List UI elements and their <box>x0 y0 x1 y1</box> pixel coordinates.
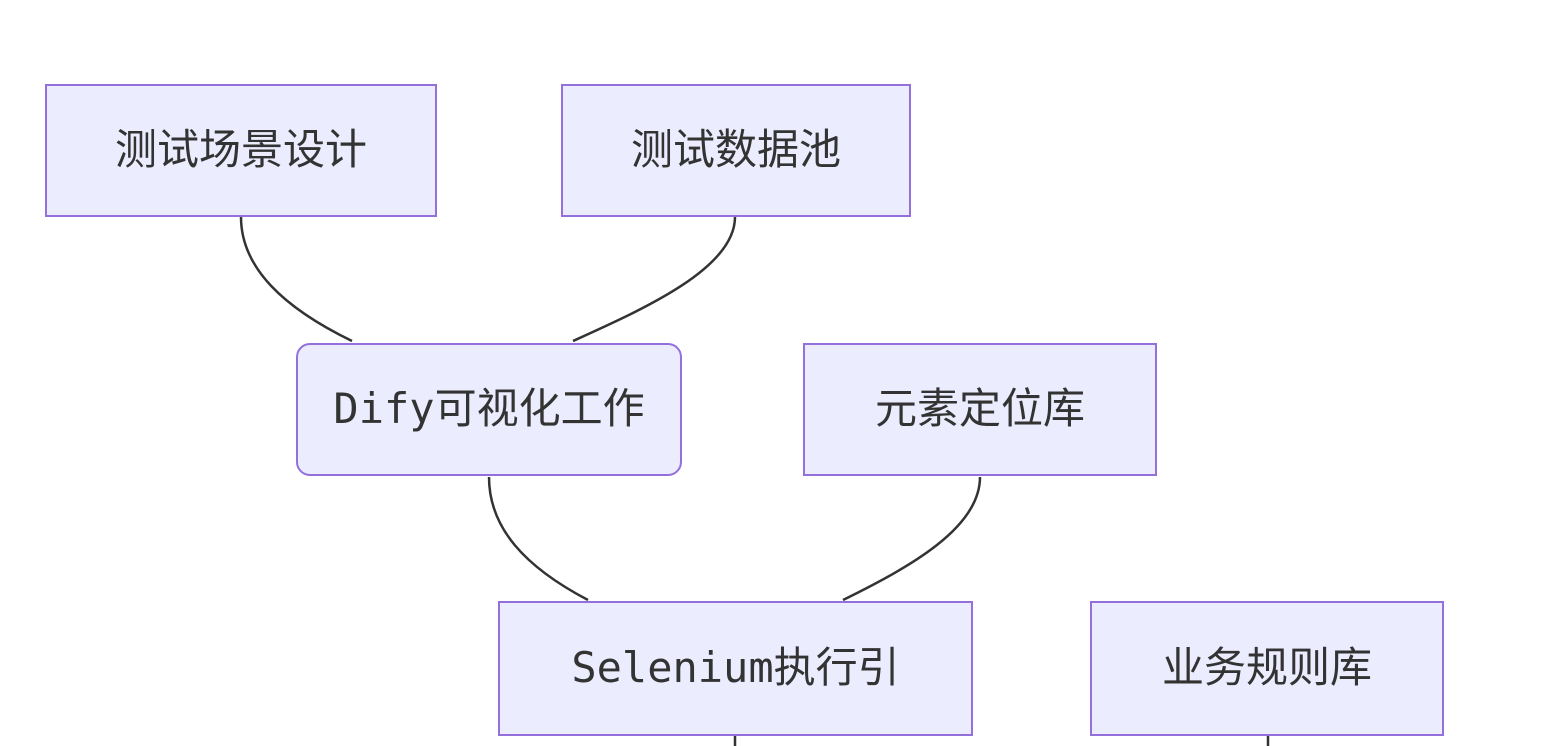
node-test-data-pool: 测试数据池 <box>561 84 911 217</box>
node-test-scenario-design: 测试场景设计 <box>45 84 437 217</box>
edge-test-data-pool-to-dify <box>572 216 737 343</box>
node-business-rules-library: 业务规则库 <box>1090 601 1444 736</box>
node-label: Dify可视化工作 <box>333 384 645 434</box>
node-label: Selenium执行引 <box>571 643 900 693</box>
node-label: 元素定位库 <box>874 384 1085 434</box>
edge-dify-to-selenium <box>487 476 589 602</box>
node-element-locator-library: 元素定位库 <box>803 343 1157 476</box>
node-label: 测试场景设计 <box>114 125 367 175</box>
edge-test-scenario-to-dify <box>239 216 353 343</box>
edge-element-locator-to-selenium <box>842 476 982 602</box>
node-selenium-execution-engine: Selenium执行引 <box>498 601 973 736</box>
node-dify-visual-workflow: Dify可视化工作 <box>296 343 682 476</box>
node-label: 业务规则库 <box>1161 643 1372 693</box>
node-label: 测试数据池 <box>630 125 841 175</box>
